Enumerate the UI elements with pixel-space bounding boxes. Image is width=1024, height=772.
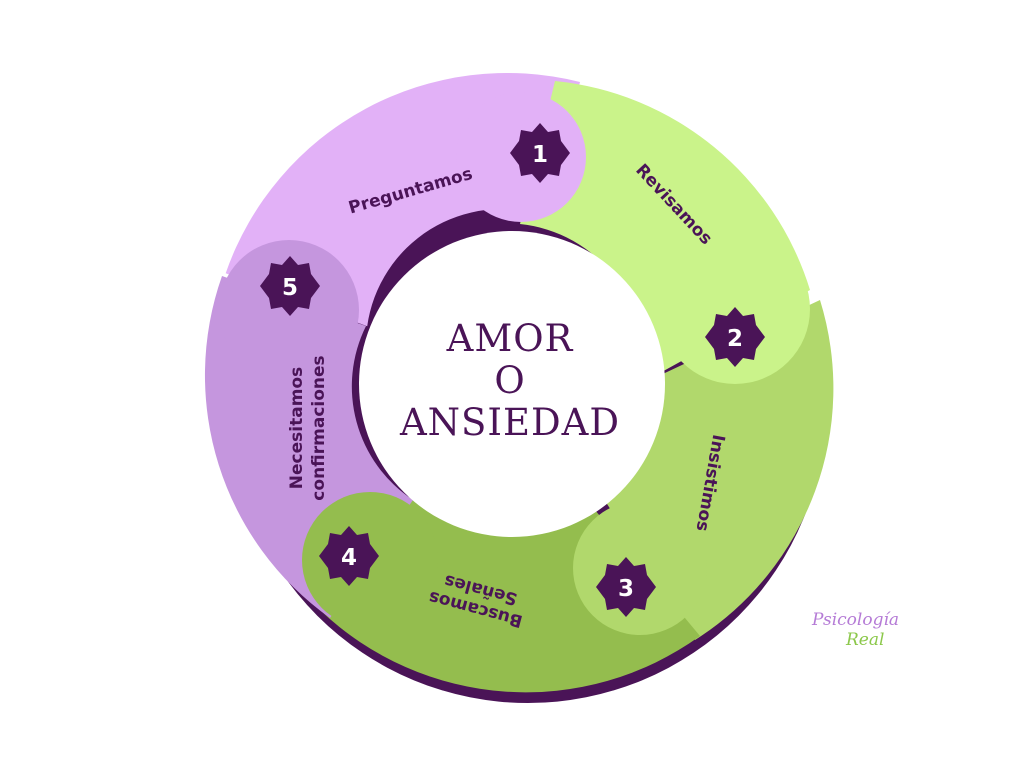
badge-number: 2 bbox=[727, 326, 743, 352]
badge-2: 2 bbox=[705, 307, 765, 367]
starburst-icon bbox=[705, 307, 765, 367]
center-title-line1: AMOR bbox=[446, 317, 574, 360]
logo-line2: Real bbox=[846, 630, 885, 650]
center-title: AMOR O ANSIEDAD bbox=[360, 318, 660, 444]
label-necesitamos-line2: confirmaciones bbox=[309, 355, 329, 500]
starburst-icon bbox=[596, 557, 656, 617]
badge-3: 3 bbox=[596, 557, 656, 617]
center-title-line3: ANSIEDAD bbox=[399, 401, 621, 444]
badge-number: 1 bbox=[532, 142, 548, 168]
badge-number: 3 bbox=[618, 576, 634, 602]
starburst-icon bbox=[510, 123, 570, 183]
badge-1: 1 bbox=[510, 123, 570, 183]
label-necesitamos-line1: Necesitamos bbox=[287, 367, 307, 489]
logo-line1: Psicología bbox=[812, 610, 900, 630]
psicologia-real-logo: Psicología Real bbox=[812, 610, 922, 650]
starburst-icon bbox=[260, 256, 320, 316]
badge-number: 5 bbox=[282, 275, 298, 301]
center-title-line2: O bbox=[494, 359, 526, 402]
badge-5: 5 bbox=[260, 256, 320, 316]
label-necesitamos-confirmaciones: Necesitamos confirmaciones bbox=[287, 355, 329, 500]
badge-4: 4 bbox=[319, 526, 379, 586]
center-circle bbox=[359, 231, 665, 537]
badge-number: 4 bbox=[341, 545, 357, 571]
starburst-icon bbox=[319, 526, 379, 586]
